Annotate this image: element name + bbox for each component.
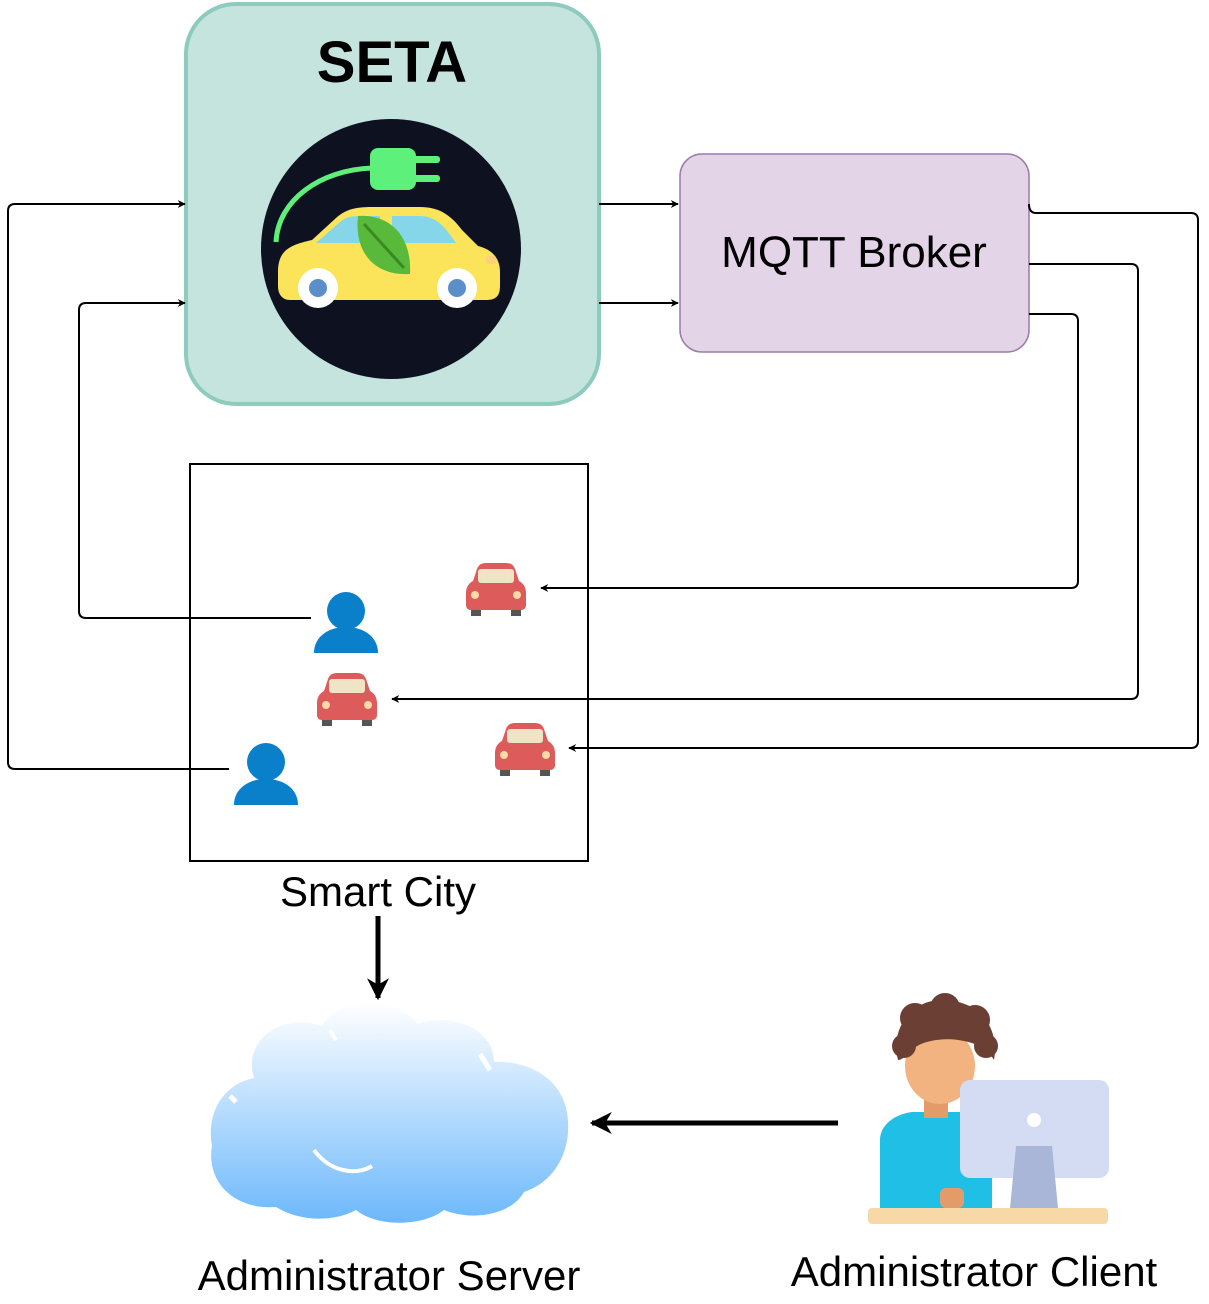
person-icon-1: [314, 592, 378, 653]
taxi-icon-1: [466, 563, 526, 616]
seta-title: SETA: [317, 30, 467, 95]
taxi-icon-3: [495, 723, 555, 776]
city-label: Smart City: [280, 868, 476, 915]
arrow-broker-to-taxi-1: [540, 313, 1079, 592]
admin-at-computer-icon: [868, 993, 1109, 1224]
arrow-broker-to-taxi-2: [391, 263, 1139, 703]
arrow-person1-to-seta: [78, 299, 311, 619]
server-label: Administrator Server: [198, 1252, 581, 1299]
connectors: [7, 200, 1199, 1134]
broker-box: [679, 153, 1030, 353]
admin-client-node: Administrator Client: [791, 993, 1158, 1295]
mqtt-broker-node: MQTT Broker: [679, 153, 1030, 353]
electric-car-icon: [261, 119, 521, 379]
taxi-icon-2: [317, 673, 377, 726]
smart-city-node: Smart City: [189, 463, 589, 915]
seta-node: SETA: [184, 2, 601, 406]
arrow-broker-to-taxi-3: [568, 203, 1199, 752]
client-label: Administrator Client: [791, 1248, 1158, 1295]
person-icon-2: [234, 743, 298, 805]
admin-server-node: Administrator Server: [198, 1003, 581, 1299]
cloud-icon: [210, 1003, 569, 1223]
broker-label: MQTT Broker: [721, 228, 987, 277]
arrow-person2-to-seta: [7, 200, 229, 770]
